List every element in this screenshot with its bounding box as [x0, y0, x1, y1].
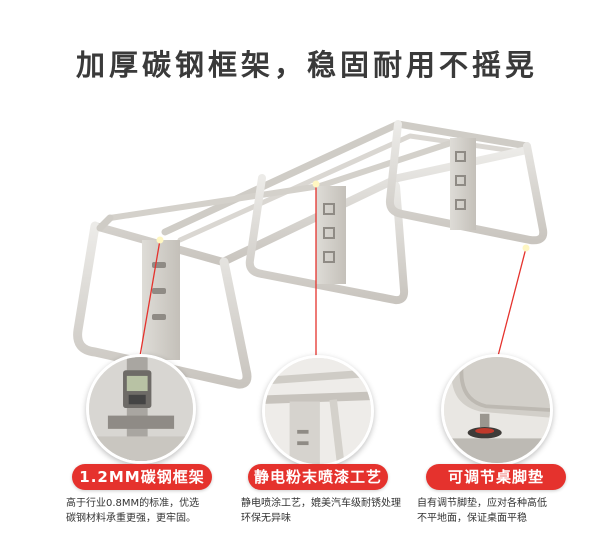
left-post — [142, 240, 180, 360]
feature-desc-steel-frame: 高于行业0.8MM的标准，优选 碳钢材料承重更强，更牢固。 — [66, 496, 222, 526]
glow-dot-3 — [522, 244, 530, 252]
middle-post — [316, 186, 346, 284]
feature-badge-foot-pad: 可调节桌脚垫 — [426, 464, 566, 490]
feature-badge-steel-frame: 1.2MM碳钢框架 — [72, 464, 212, 490]
middle-leg — [245, 174, 409, 305]
caliper-icon — [89, 357, 193, 461]
page-title: 加厚碳钢框架，稳固耐用不摇晃 — [75, 48, 538, 82]
right-post — [450, 138, 476, 230]
foot-pad-icon — [444, 357, 550, 463]
feature-badge-powder-coat: 静电粉末喷漆工艺 — [248, 464, 388, 490]
glow-dot-1 — [156, 236, 164, 244]
callout-frame-corner — [262, 355, 374, 467]
desc-line: 自有调节脚垫，应对各种高低 — [417, 498, 547, 509]
feature-desc-foot-pad: 自有调节脚垫，应对各种高低 不平地面，保证桌面平稳 — [417, 496, 577, 526]
callout-caliper — [86, 354, 196, 464]
frame-corner-icon — [265, 358, 371, 464]
connector-line-1 — [139, 239, 161, 357]
desc-line: 碳钢材料承重更强，更牢固。 — [66, 513, 196, 524]
desc-line: 静电喷涂工艺，媲美汽车级耐锈处理 — [241, 498, 401, 509]
callout-foot-pad — [441, 354, 553, 466]
feature-desc-powder-coat: 静电喷涂工艺，媲美汽车级耐锈处理 环保无异味 — [241, 496, 409, 526]
desc-line: 不平地面，保证桌面平稳 — [417, 513, 527, 524]
desc-line: 环保无异味 — [241, 513, 291, 524]
glow-dot-2 — [312, 180, 320, 188]
desc-line: 高于行业0.8MM的标准，优选 — [66, 498, 200, 509]
connector-line-3 — [497, 247, 527, 357]
